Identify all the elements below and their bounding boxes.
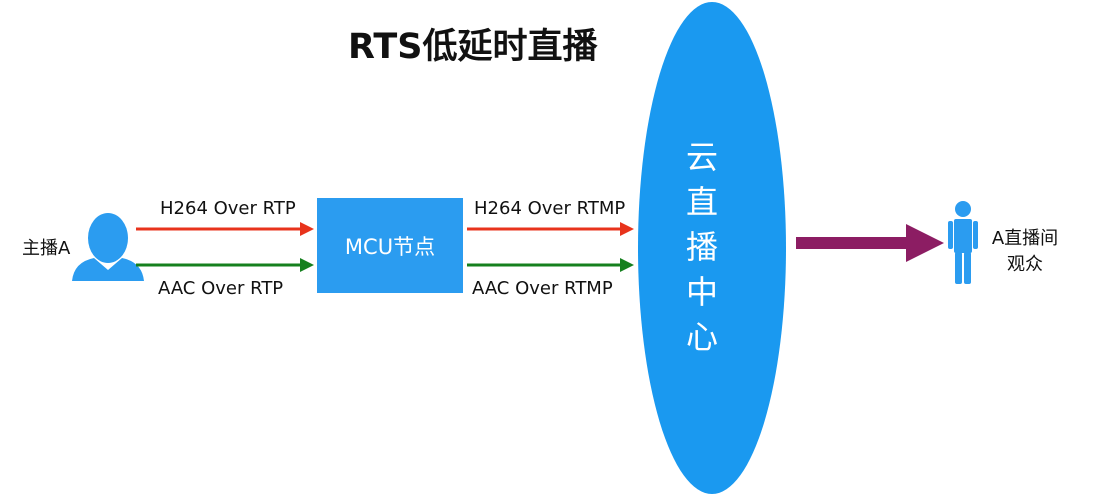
center-char-2: 直: [685, 183, 718, 221]
mcu-node: MCU节点: [317, 198, 463, 293]
viewer-label: A直播间 观众: [982, 226, 1068, 278]
downstream-audio-label: AAC Over RTMP: [472, 278, 613, 299]
audio-arrow-upstream: [136, 258, 314, 272]
mcu-label: MCU节点: [344, 234, 436, 259]
viewer-label-line1: A直播间: [991, 228, 1059, 249]
audio-arrow-downstream: [467, 258, 634, 272]
downstream-video-label: H264 Over RTMP: [474, 198, 626, 219]
upstream-audio-label: AAC Over RTP: [158, 278, 284, 299]
person-standing-icon: [948, 201, 978, 284]
video-arrow-upstream: [136, 222, 314, 236]
streamer-label: 主播A: [22, 238, 71, 259]
center-char-1: 云: [685, 138, 718, 176]
video-arrow-downstream: [467, 222, 634, 236]
upstream-video-label: H264 Over RTP: [160, 198, 296, 219]
center-char-5: 心: [685, 318, 718, 356]
page-title: RTS低延时直播: [348, 27, 598, 67]
viewer-label-line2: 观众: [1007, 254, 1043, 275]
output-arrow: [796, 224, 944, 262]
cloud-live-center: [638, 2, 786, 494]
person-bust-icon: [72, 213, 144, 281]
center-char-4: 中: [685, 273, 718, 311]
center-char-3: 播: [685, 228, 718, 266]
